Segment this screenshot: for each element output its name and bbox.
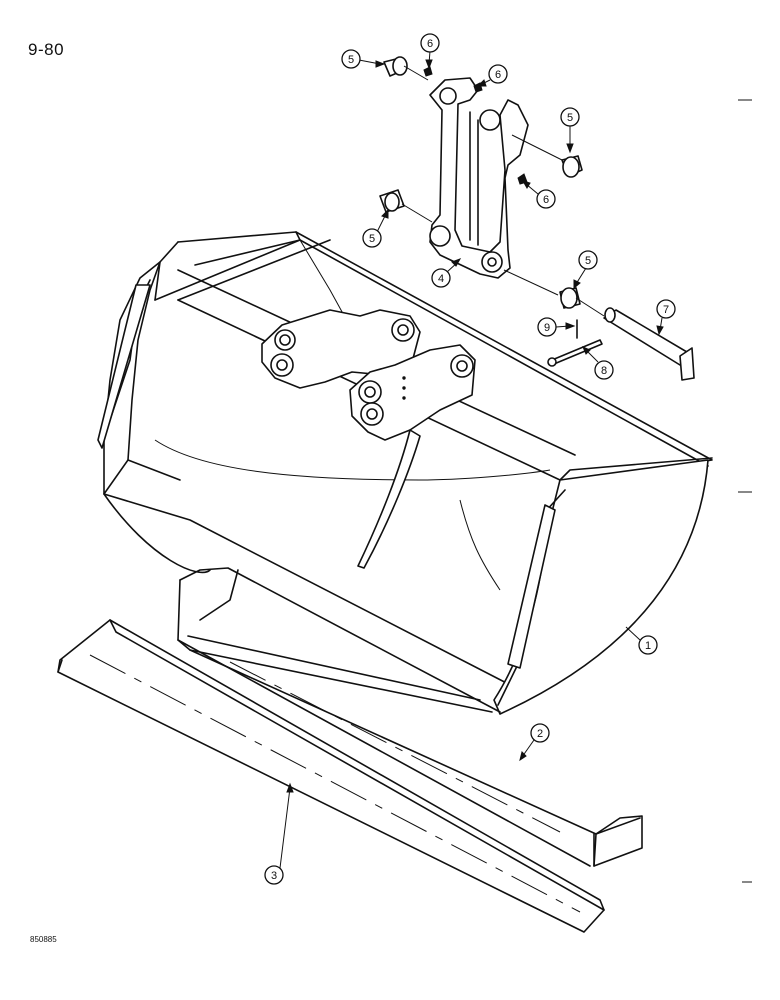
callout-4: 4: [431, 258, 462, 288]
svg-text:6: 6: [543, 194, 549, 206]
callout-6c: 6: [521, 180, 556, 209]
svg-text:5: 5: [348, 54, 354, 66]
svg-text:2: 2: [537, 728, 543, 740]
pin: [575, 297, 695, 381]
svg-text:4: 4: [438, 273, 444, 285]
bushing-top-right: [511, 134, 583, 178]
svg-text:7: 7: [663, 304, 669, 316]
bushing-lower-left: [379, 189, 433, 223]
page-number: 9-80: [28, 40, 65, 59]
svg-text:5: 5: [585, 255, 591, 267]
callout-5b: 5: [560, 107, 580, 154]
callout-9: 9: [537, 317, 576, 337]
callout-6a: 6: [420, 33, 440, 70]
svg-text:1: 1: [645, 640, 651, 652]
callout-6b: 6: [476, 64, 508, 87]
callout-7: 7: [656, 299, 676, 336]
svg-text:5: 5: [567, 112, 573, 124]
svg-text:6: 6: [495, 69, 501, 81]
bucket: [97, 231, 713, 715]
callout-5a: 5: [341, 49, 386, 69]
cutting-edge: [177, 639, 643, 867]
svg-text:8: 8: [601, 365, 607, 377]
callout-1: 1: [625, 626, 658, 655]
callout-5d: 5: [573, 250, 598, 290]
bushing-lower-right: [503, 269, 581, 309]
grease-fitting-top: [423, 66, 433, 77]
callout-3: 3: [264, 782, 294, 885]
bushing-top-left: [383, 56, 429, 81]
cutting-edge-bolt-on: [57, 619, 605, 933]
svg-text:3: 3: [271, 870, 277, 882]
svg-text:5: 5: [369, 233, 375, 245]
callout-8: 8: [582, 346, 614, 380]
callout-5c: 5: [362, 208, 389, 248]
svg-text:9: 9: [544, 322, 550, 334]
figure-code: 850885: [30, 935, 57, 944]
svg-text:6: 6: [427, 38, 433, 50]
callout-2: 2: [519, 723, 550, 762]
link: [429, 77, 529, 279]
bolt: [547, 339, 603, 367]
